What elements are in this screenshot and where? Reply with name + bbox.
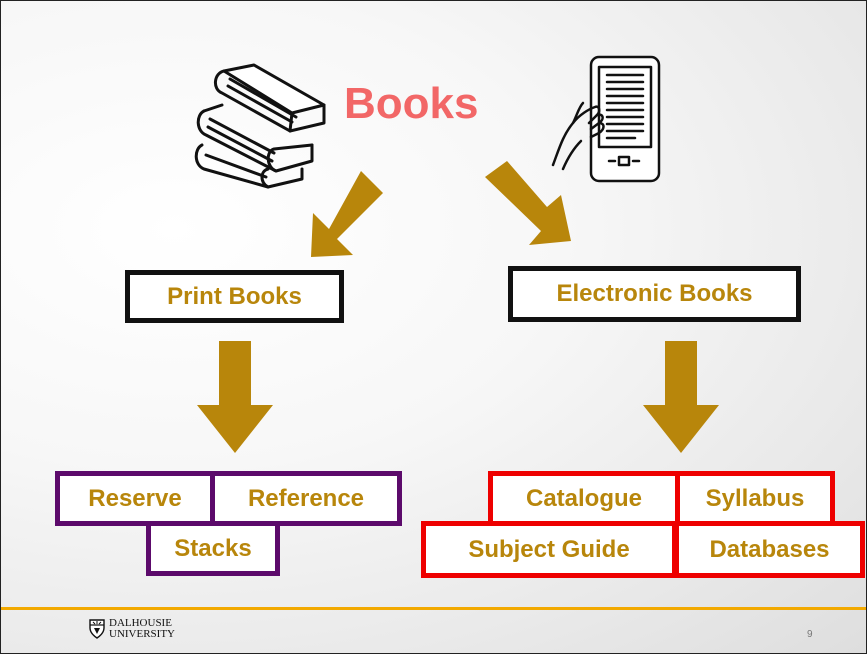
print-books-box: Print Books — [125, 270, 344, 323]
logo-line1: DALHOUSIE — [109, 617, 172, 629]
reserve-label: Reserve — [88, 484, 182, 512]
syllabus-label: Syllabus — [705, 484, 805, 512]
databases-box: Databases — [674, 521, 865, 578]
print-books-label: Print Books — [167, 282, 302, 310]
electronic-books-box: Electronic Books — [508, 266, 801, 322]
reference-label: Reference — [247, 484, 365, 512]
arrow-to-electronic — [485, 161, 571, 245]
books-stack-icon — [194, 63, 326, 189]
page-number: 9 — [807, 629, 813, 640]
catalogue-box: Catalogue — [488, 471, 680, 526]
arrow-to-print — [311, 171, 383, 257]
stacks-label: Stacks — [174, 534, 252, 562]
reference-box: Reference — [210, 471, 402, 526]
ereader-hand-icon — [551, 55, 661, 183]
stacks-box: Stacks — [146, 521, 280, 576]
logo-wordmark: DALHOUSIE UNIVERSITY — [109, 618, 175, 640]
logo-line2: UNIVERSITY — [109, 628, 175, 640]
subject-guide-box: Subject Guide — [421, 521, 677, 578]
subject-guide-label: Subject Guide — [468, 535, 630, 563]
dalhousie-crest-icon — [89, 619, 105, 639]
dalhousie-logo: DALHOUSIE UNIVERSITY — [89, 618, 175, 640]
footer-rule — [1, 607, 866, 610]
diagram-title: Books — [344, 79, 479, 128]
catalogue-label: Catalogue — [525, 484, 642, 512]
syllabus-box: Syllabus — [675, 471, 835, 526]
arrow-electronic-down — [643, 341, 719, 453]
arrow-print-down — [197, 341, 273, 453]
electronic-books-label: Electronic Books — [556, 280, 753, 307]
reserve-box: Reserve — [55, 471, 215, 526]
databases-label: Databases — [709, 535, 830, 563]
